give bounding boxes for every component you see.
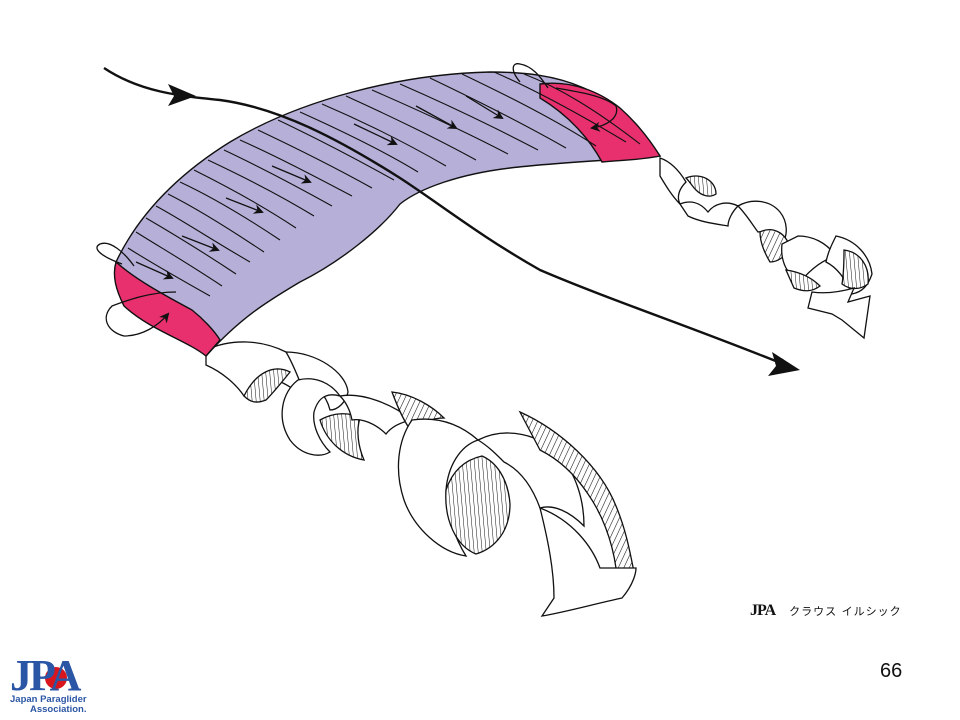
right-wingtip-vortex [659, 157, 873, 340]
airflow-arrowhead-lower [768, 352, 800, 376]
left-wingtip-vortex [205, 341, 637, 617]
jpa-logo: JPA Japan Paraglider Association. [10, 651, 87, 715]
author-credit: JPA クラウス イルシック [750, 602, 902, 620]
page-number: 66 [880, 660, 903, 682]
credit-mark: JPA [750, 602, 776, 619]
right-tip-curl-loops [512, 63, 618, 132]
logo-red-dot-icon [45, 667, 67, 689]
airflow-arrowhead-upper [168, 84, 196, 106]
logo-line1: Japan Paraglider [10, 694, 87, 705]
logo-mark: JPA [10, 651, 82, 700]
canopy-airflow-arrows [135, 95, 504, 280]
logo-line2: Association. [30, 704, 87, 715]
canopy-rib-lines [127, 71, 641, 297]
credit-author-name: クラウス イルシック [789, 605, 902, 618]
main-airflow-line [103, 67, 790, 368]
left-tip-curl-loops [96, 242, 177, 337]
